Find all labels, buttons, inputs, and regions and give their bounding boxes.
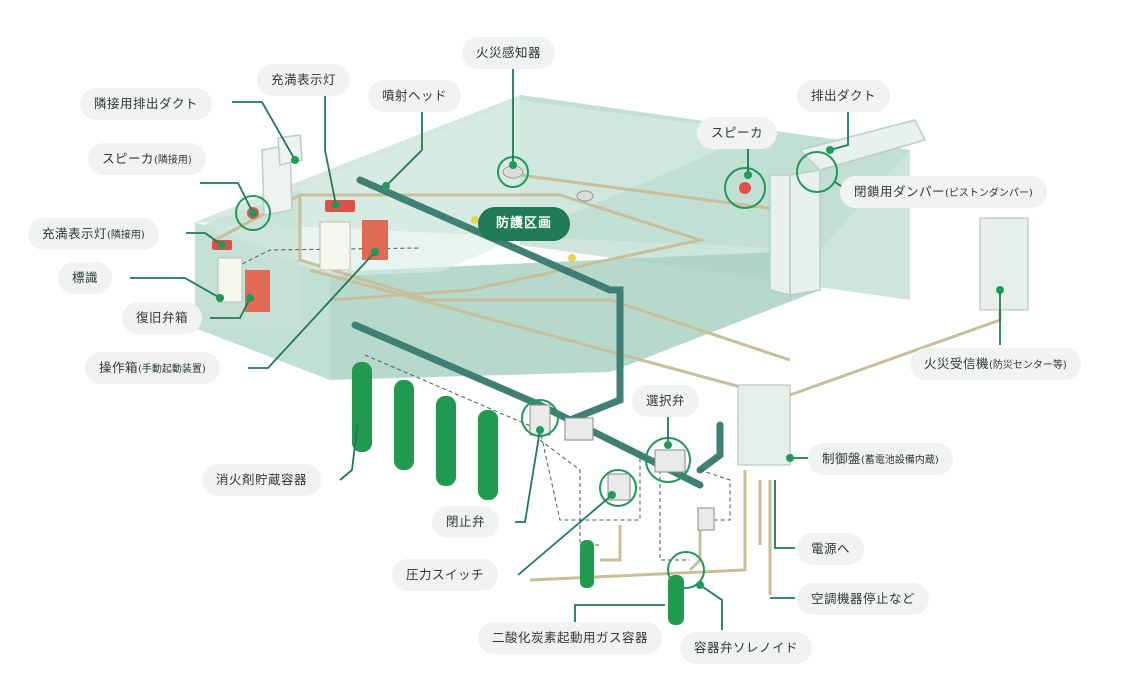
selector-valve-2 <box>564 417 594 441</box>
label-damper: 閉鎖用ダンパー(ピストンダンパー) <box>840 176 1047 208</box>
label-agent-cylinder: 消火剤貯蔵容器 <box>202 464 322 496</box>
speaker-device <box>739 182 751 194</box>
leader-dots <box>216 146 1004 589</box>
label-speaker-adjacent: スピーカ(隣接用) <box>88 143 206 175</box>
cylinder-3 <box>436 396 456 486</box>
room-front-wall <box>330 250 820 380</box>
cylinder-2 <box>394 380 414 470</box>
label-hvac-stop: 空調機器停止など <box>797 583 930 615</box>
control-panel <box>737 384 791 466</box>
label-closing-valve: 閉止弁 <box>432 506 500 538</box>
label-operation-box: 操作箱(手動起動装置) <box>85 352 220 384</box>
devices <box>212 165 1029 531</box>
label-sign: 標識 <box>58 262 113 294</box>
co2-start-cylinder <box>580 540 594 588</box>
label-fire-receiver: 火災受信機(防災センター等) <box>910 348 1081 380</box>
cylinder-4 <box>478 410 498 500</box>
leader-lines <box>130 68 1001 630</box>
label-control-panel: 制御盤(蓄電池設備内蔵) <box>808 443 953 475</box>
nozzle-head-3 <box>568 254 576 262</box>
label-pressure-switch: 圧力スイッチ <box>392 559 499 591</box>
label-adjacent-exhaust-duct: 隣接用排出ダクト <box>80 88 213 120</box>
sign-board <box>319 221 351 271</box>
label-fire-detector: 火災感知器 <box>462 37 556 69</box>
label-nozzle-head: 噴射ヘッド <box>368 80 462 112</box>
label-recovery-valve-box: 復旧弁箱 <box>122 302 203 334</box>
pressure-switch-2 <box>697 507 715 531</box>
label-filled-lamp: 充満表示灯 <box>257 64 351 96</box>
label-speaker: スピーカ <box>697 117 778 149</box>
label-container-valve-solenoid: 容器弁ソレノイド <box>680 632 813 664</box>
zone-badge: 防護区画 <box>478 207 571 241</box>
nozzle-head-2 <box>471 216 479 224</box>
selector-valve <box>654 449 686 473</box>
label-power-supply: 電源へ <box>797 533 865 565</box>
co2-start-cylinder-2 <box>668 575 684 625</box>
fire-detector-2 <box>576 190 594 202</box>
filled-lamp <box>325 200 355 212</box>
label-co2-start-cylinder: 二酸化炭素起動用ガス容器 <box>478 622 663 654</box>
fire-receiver <box>979 217 1029 311</box>
label-selector-valve: 選択弁 <box>632 385 700 417</box>
label-filled-lamp-adjacent: 充満表示灯(隣接用) <box>28 218 159 250</box>
recovery-valve-box <box>245 270 270 312</box>
label-exhaust-duct: 排出ダクト <box>797 80 891 112</box>
highlight-circles <box>235 151 838 589</box>
pilot-lines <box>229 247 731 561</box>
